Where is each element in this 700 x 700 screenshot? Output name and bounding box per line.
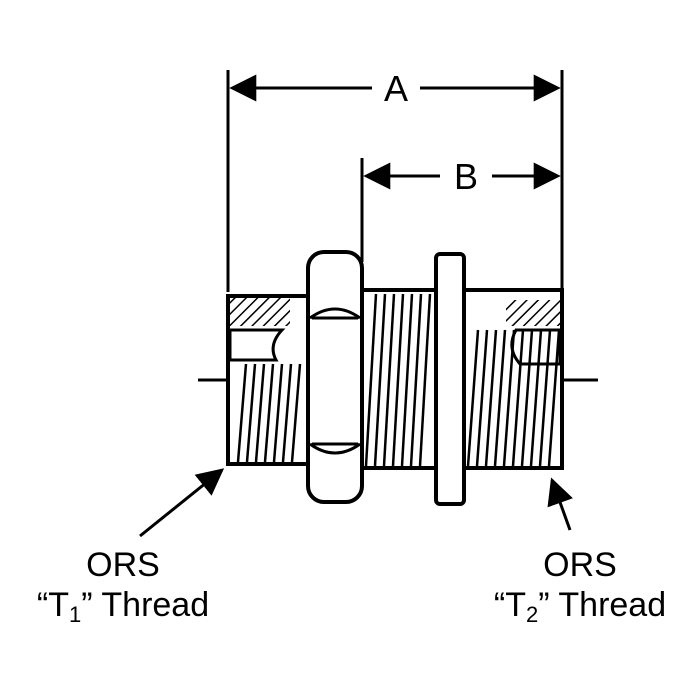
thread-line: [484, 329, 498, 467]
thread-line: [254, 363, 266, 463]
thread-line: [263, 363, 275, 463]
left-thread-subscript: 1: [68, 602, 82, 627]
left-threaded-end: [226, 294, 310, 466]
thread-line: [466, 329, 480, 467]
thread-line: [290, 363, 302, 463]
hex-nut-body: [306, 250, 364, 504]
left-thread-name: ORS: [86, 546, 160, 584]
left-end-hatch: [230, 298, 290, 326]
thread-line: [400, 293, 414, 467]
right-threaded-end: [462, 288, 564, 470]
thread-line: [529, 329, 543, 467]
right-thread-quote-close: ”: [538, 586, 550, 624]
right-leader-arrow: [547, 477, 573, 531]
thread-line: [511, 329, 525, 467]
right-thread-subscript: 2: [525, 602, 539, 627]
right-end-bore-cutout: [510, 328, 562, 366]
thread-line: [418, 293, 432, 467]
dimension-b: B: [360, 156, 561, 262]
middle-threaded-body: [360, 288, 438, 470]
right-end-hatch: [506, 300, 560, 326]
right-thread-name: ORS: [543, 546, 617, 584]
dimension-a-label: A: [384, 68, 408, 109]
thread-line: [520, 329, 534, 467]
thread-line: [538, 329, 552, 467]
left-thread-word: Thread: [101, 586, 210, 624]
washer: [434, 252, 466, 506]
hex-nut-lower-face: [309, 442, 361, 455]
right-thread-lines: [466, 329, 561, 467]
thread-line: [493, 329, 507, 467]
dimension-b-label: B: [454, 156, 478, 197]
dimension-a: A: [226, 68, 564, 292]
thread-line: [382, 293, 396, 467]
left-thread-lines: [236, 363, 302, 463]
left-thread-quote-open: “T: [36, 586, 69, 624]
left-leader-arrow: [139, 468, 225, 538]
thread-line: [475, 329, 489, 467]
thread-line: [409, 293, 423, 467]
right-thread-quote-open: “T: [493, 586, 526, 624]
thread-line: [373, 293, 387, 467]
left-thread-callout: ORS “T1” Thread: [18, 545, 228, 635]
thread-line: [281, 363, 293, 463]
thread-line: [272, 363, 284, 463]
left-thread-quote-close: ”: [81, 586, 93, 624]
thread-line: [236, 363, 248, 463]
thread-line: [502, 329, 516, 467]
middle-thread-lines: [364, 293, 432, 467]
hex-nut-upper-face: [309, 307, 361, 320]
hex-nut: [306, 250, 364, 504]
thread-line: [245, 363, 257, 463]
right-thread-designation: “T2” Thread: [462, 585, 698, 635]
thread-line: [391, 293, 405, 467]
thread-line: [547, 329, 561, 467]
left-thread-designation: “T1” Thread: [18, 585, 228, 635]
thread-line: [364, 293, 378, 467]
left-end-bore-cutout: [228, 328, 286, 362]
right-thread-callout: ORS “T2” Thread: [462, 545, 698, 635]
right-thread-word: Thread: [558, 586, 667, 624]
